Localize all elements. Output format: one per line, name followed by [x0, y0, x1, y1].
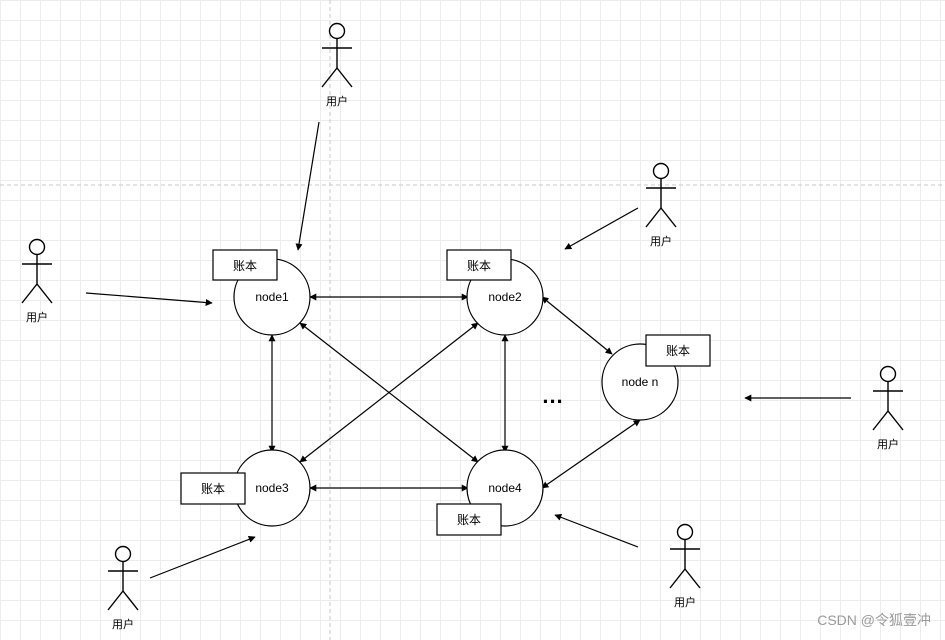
user-topright[interactable]: 用户: [645, 162, 677, 249]
node4-label: node4: [488, 481, 522, 495]
user-bottomright-label: 用户: [674, 595, 696, 609]
user-bottomright-actor-icon: [669, 523, 701, 589]
user-bottomright[interactable]: 用户: [669, 523, 701, 610]
ledger-node4[interactable]: 账本: [436, 503, 502, 536]
ledger-node2[interactable]: 账本: [446, 249, 512, 281]
user-left-label: 用户: [26, 310, 48, 324]
user-top-actor-icon: [321, 22, 353, 88]
user-topright-label: 用户: [650, 234, 672, 248]
user-top[interactable]: 用户: [321, 22, 353, 109]
arrow-user-bottomright: [554, 514, 639, 548]
ledger-node-n-label: 账本: [666, 344, 690, 358]
user-bottomleft-actor-icon: [107, 545, 139, 611]
user-bottomleft-label: 用户: [112, 617, 134, 631]
edge-node2-node3: [299, 322, 479, 463]
user-left[interactable]: 用户: [21, 238, 53, 325]
watermark: CSDN @令狐壹冲: [817, 612, 931, 628]
user-topright-actor-icon: [645, 162, 677, 228]
ledger-node1[interactable]: 账本: [212, 249, 278, 281]
user-top-label: 用户: [326, 94, 348, 108]
arrow-user-top: [295, 121, 320, 251]
user-right[interactable]: 用户: [872, 365, 904, 452]
ledger-node-n[interactable]: 账本: [645, 334, 711, 367]
node3-label: node3: [255, 481, 289, 495]
user-right-label: 用户: [877, 437, 899, 451]
arrow-user-left: [85, 292, 213, 306]
user-right-actor-icon: [872, 365, 904, 431]
ledger-node3[interactable]: 账本: [180, 472, 246, 505]
more-nodes-ellipsis: ...: [542, 383, 563, 408]
node1-label: node1: [255, 290, 289, 304]
user-bottomleft[interactable]: 用户: [107, 545, 139, 632]
ledger-node4-label: 账本: [457, 513, 481, 527]
user-arrows: [85, 121, 851, 579]
ledger-node2-label: 账本: [467, 259, 491, 273]
node-n-label: node n: [622, 375, 659, 389]
ledger-node1-label: 账本: [233, 259, 257, 273]
edge-node4-noden: [541, 419, 641, 489]
user-left-actor-icon: [21, 238, 53, 304]
edge-node2-noden: [541, 296, 613, 355]
node-connections: [268, 293, 641, 492]
arrow-user-bottomleft: [149, 536, 256, 579]
ledger-node3-label: 账本: [201, 482, 225, 496]
arrow-user-topright: [564, 207, 639, 250]
node2-label: node2: [488, 290, 522, 304]
